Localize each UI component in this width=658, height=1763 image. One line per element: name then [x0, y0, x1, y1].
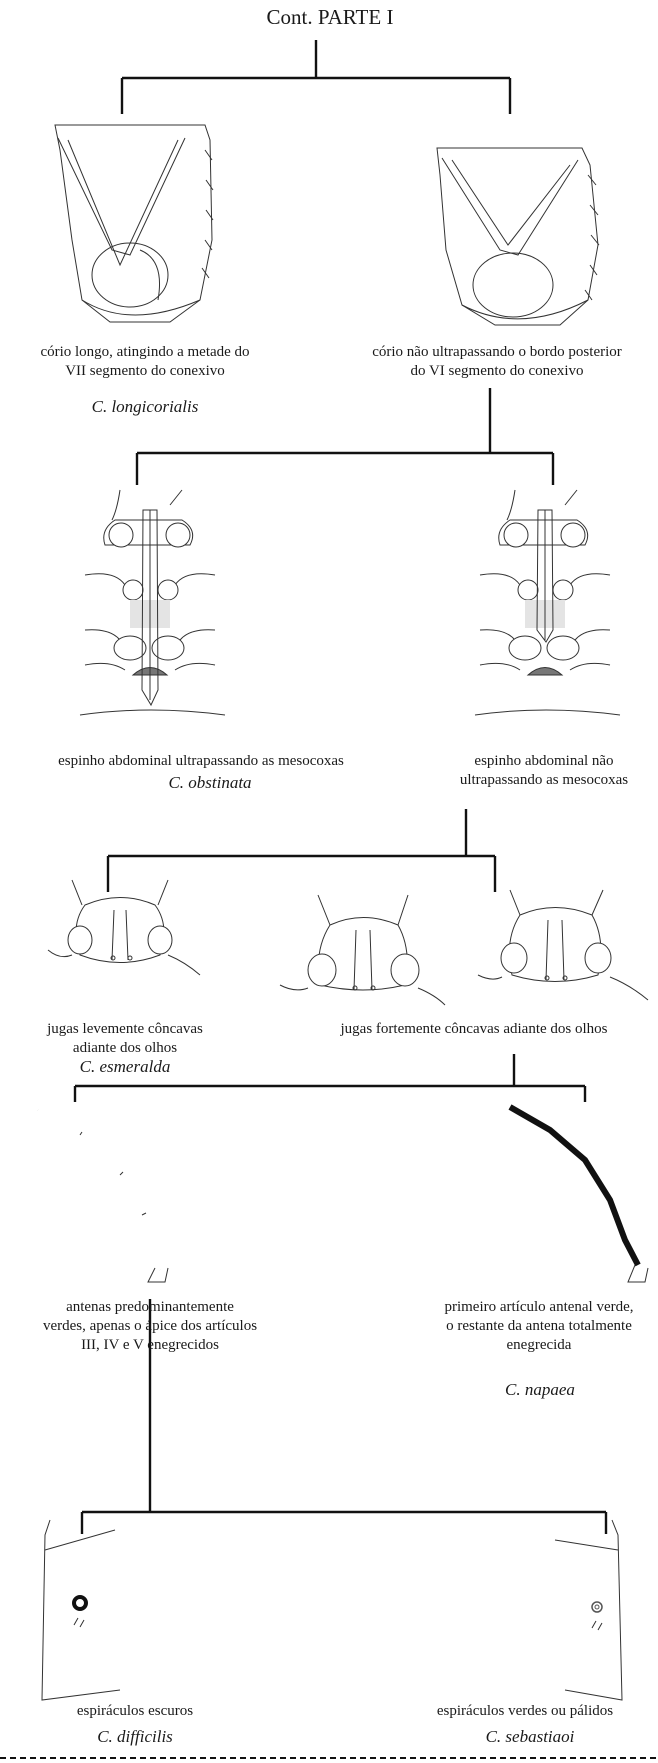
couplet-3-left-species: C. esmeralda — [50, 1057, 200, 1076]
head-strongly-concave-b-figure — [478, 890, 648, 1000]
couplet-1-right-line-1: cório não ultrapassando o bordo posterio… — [336, 343, 658, 362]
couplet-1-right-text: cório não ultrapassando o bordo posterio… — [336, 343, 658, 381]
couplet-4-left-line-1: antenas predominantemente — [0, 1298, 300, 1317]
couplet-2-right-line-1: espinho abdominal não — [430, 752, 658, 771]
couplet-4-right-line-2: o restante da antena totalmente — [420, 1317, 658, 1336]
head-slightly-concave-figure — [48, 880, 200, 975]
couplet-3-right-line-1: jugas fortemente côncavas adiante dos ol… — [290, 1020, 658, 1039]
couplet-3-left-text: jugas levemente côncavas adiante dos olh… — [0, 1020, 250, 1058]
connexivum-dark-spiracle-figure — [42, 1520, 120, 1700]
couplet-1-left-line-1: cório longo, atingindo a metade do — [0, 343, 290, 362]
couplet-1-left-text: cório longo, atingindo a metade do VII s… — [0, 343, 290, 381]
antenna-pale-figure — [38, 1110, 168, 1282]
couplet-4-right-species: C. napaea — [470, 1380, 610, 1399]
couplet-4-left-line-2: verdes, apenas o ápice dos artículos — [0, 1317, 300, 1336]
connexivum-pale-spiracle-figure — [555, 1520, 622, 1700]
couplet-1-right-line-2: do VI segmento do conexivo — [336, 362, 658, 381]
couplet-4-right-line-3: enegrecida — [420, 1336, 658, 1355]
couplet-5-left-text: espiráculos escuros — [40, 1702, 230, 1721]
couplet-1-left-species: C. longicorialis — [40, 397, 250, 416]
couplet-5-left-species: C. difficilis — [60, 1727, 210, 1746]
hemelytra-long-corium-figure — [55, 125, 213, 322]
antenna-dark-figure — [510, 1107, 648, 1282]
head-strongly-concave-a-figure — [280, 895, 445, 1005]
couplet-2-left-text: espinho abdominal ultrapassando as mesoc… — [0, 752, 402, 771]
hemelytra-short-corium-figure — [437, 148, 599, 325]
page-title: Cont. PARTE I — [200, 8, 460, 27]
sternum-short-spine-figure — [475, 490, 620, 715]
couplet-5-right-line-1: espiráculos verdes ou pálidos — [400, 1702, 650, 1721]
couplet-3-left-line-1: jugas levemente côncavas — [0, 1020, 250, 1039]
couplet-2-right-text: espinho abdominal não ultrapassando as m… — [430, 752, 658, 790]
couplet-1-left-line-2: VII segmento do conexivo — [0, 362, 290, 381]
couplet-5-right-text: espiráculos verdes ou pálidos — [400, 1702, 650, 1721]
couplet-5-right-species: C. sebastiaoi — [450, 1727, 610, 1746]
couplet-4-right-line-1: primeiro artículo antenal verde, — [420, 1298, 658, 1317]
couplet-4-left-line-3: III, IV e V enegrecidos — [0, 1336, 300, 1355]
couplet-5-left-line-1: espiráculos escuros — [40, 1702, 230, 1721]
couplet-3-left-line-2: adiante dos olhos — [0, 1039, 250, 1058]
couplet-2-left-line-1: espinho abdominal ultrapassando as mesoc… — [0, 752, 402, 771]
sternum-long-spine-figure — [80, 490, 225, 715]
couplet-2-left-species: C. obstinata — [130, 773, 290, 792]
couplet-4-left-text: antenas predominantemente verdes, apenas… — [0, 1298, 300, 1355]
couplet-4-right-text: primeiro artículo antenal verde, o resta… — [420, 1298, 658, 1355]
couplet-3-right-text: jugas fortemente côncavas adiante dos ol… — [290, 1020, 658, 1039]
couplet-2-right-line-2: ultrapassando as mesocoxas — [430, 771, 658, 790]
